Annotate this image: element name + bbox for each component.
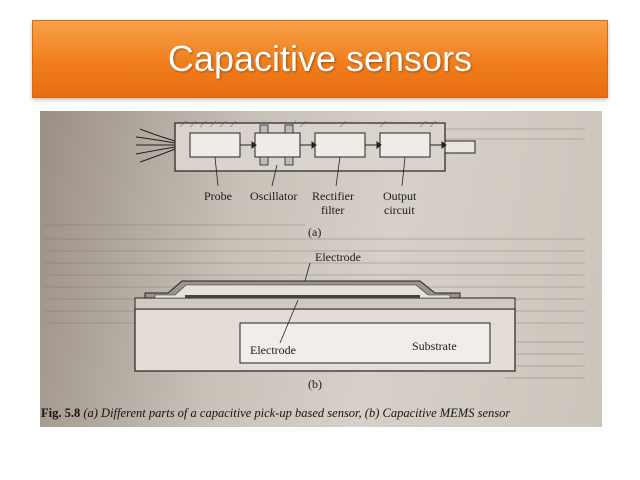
sublabel-a: (a): [308, 225, 322, 239]
probe-wires: [135, 128, 176, 163]
label-filter: filter: [321, 203, 345, 217]
label-circuit: circuit: [384, 203, 415, 217]
textbook-figure-photo: Probe Oscillator Rectifier filter Output…: [40, 111, 602, 427]
slide-title-bar: Capacitive sensors: [32, 20, 608, 98]
sublabel-b: (b): [308, 377, 322, 391]
label-substrate: Substrate: [412, 339, 457, 353]
rectifier-block: [314, 132, 366, 158]
leader-lines: [214, 156, 406, 187]
output-block: [379, 132, 431, 158]
substrate-region: [239, 322, 491, 364]
label-electrode-top: Electrode: [315, 250, 361, 264]
slide-title: Capacitive sensors: [167, 38, 473, 79]
caption-fig-number: Fig. 5.8: [41, 406, 81, 420]
figure-caption: Fig. 5.8 (a) Different parts of a capaci…: [41, 406, 510, 421]
label-electrode-bottom: Electrode: [250, 343, 296, 357]
label-oscillator: Oscillator: [250, 189, 298, 203]
caption-text: (a) Different parts of a capacitive pick…: [83, 406, 511, 420]
output-cable: [444, 140, 476, 154]
label-output: Output: [383, 189, 417, 203]
oscillator-block: [254, 132, 301, 158]
figure-a-diagram: [134, 120, 516, 372]
probe-block: [189, 132, 241, 158]
label-probe: Probe: [204, 189, 232, 203]
signal-arrows: [240, 141, 447, 149]
label-rectifier: Rectifier: [312, 189, 354, 203]
mems-cross-section: [134, 262, 516, 372]
bottom-electrode: [185, 295, 420, 298]
